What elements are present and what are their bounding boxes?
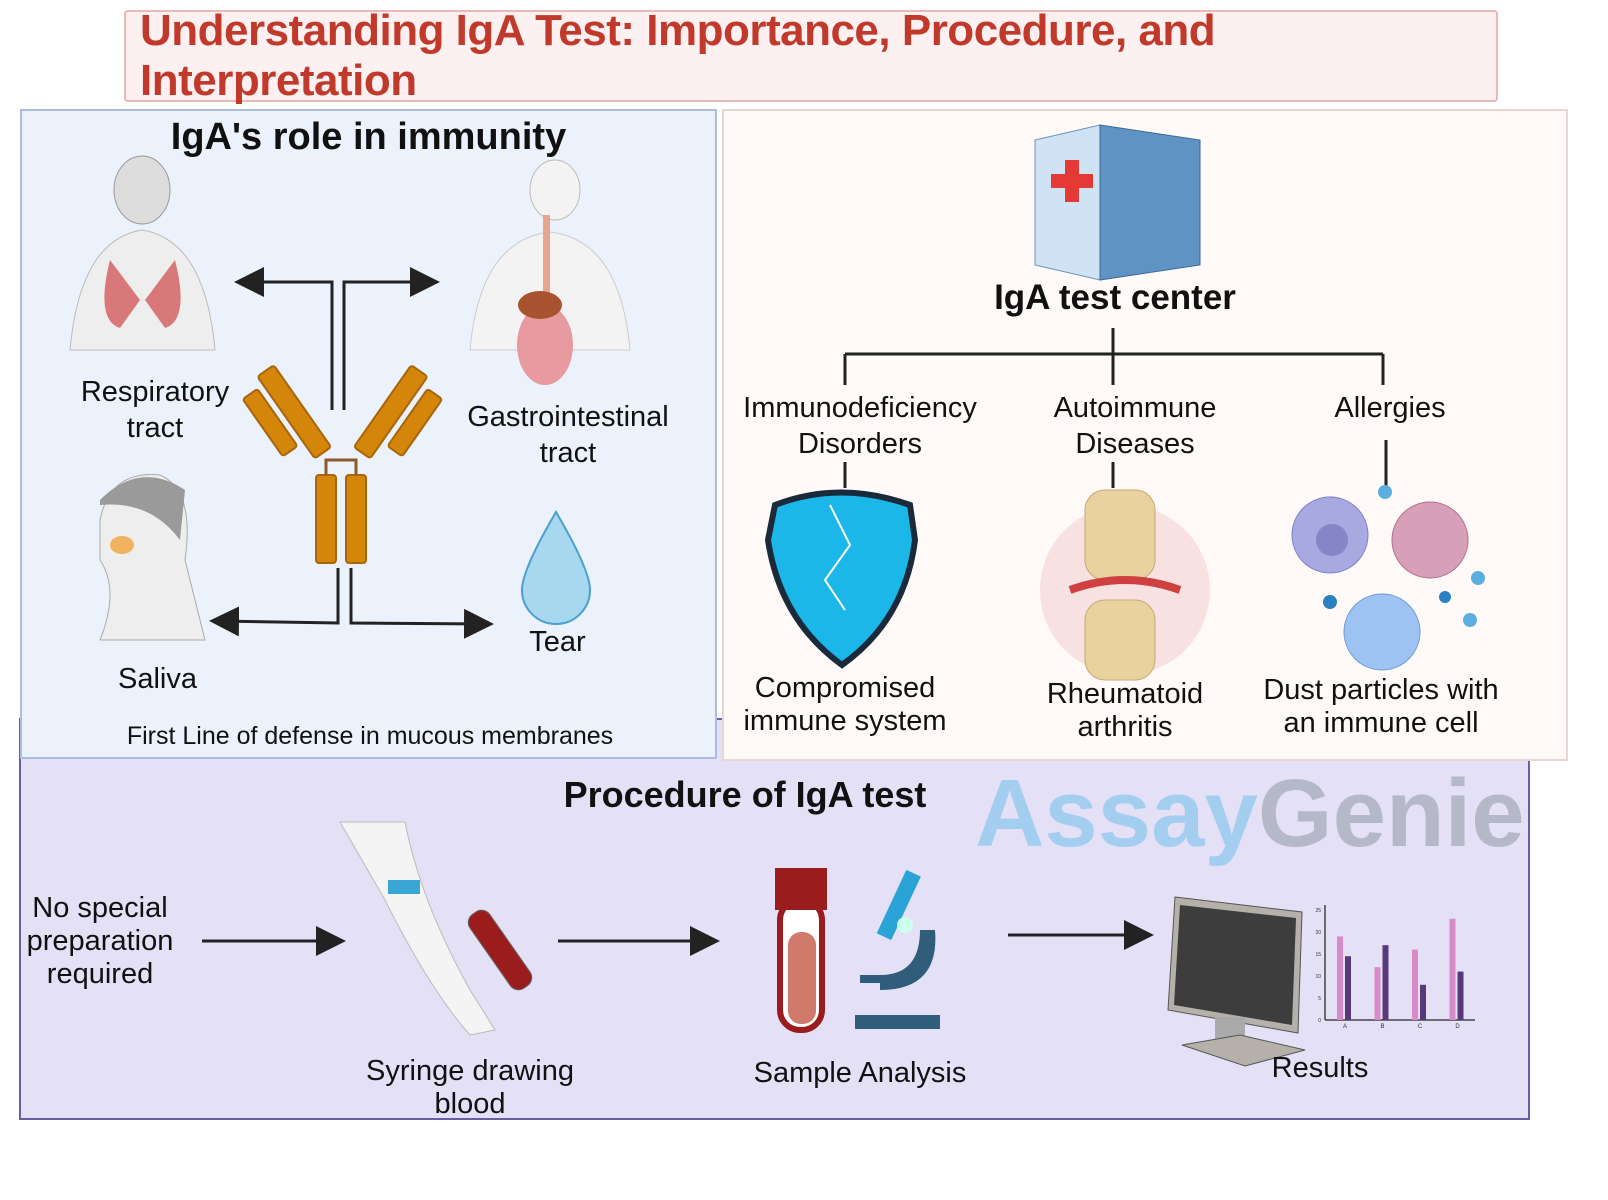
category-tree-lines bbox=[843, 328, 1388, 488]
title-banner: Understanding IgA Test: Importance, Proc… bbox=[124, 6, 1498, 105]
bar-D-1 bbox=[1449, 918, 1456, 1020]
saliva-head-icon bbox=[99, 474, 206, 641]
example-rheumatoid: Rheumatoid arthritis bbox=[1046, 678, 1204, 743]
immunity-heading: IgA's role in immunity bbox=[170, 116, 567, 158]
bar-C-2 bbox=[1420, 984, 1426, 1020]
saliva-label: Saliva bbox=[118, 663, 197, 695]
y-tick-label: 20 bbox=[1315, 930, 1321, 936]
bar-A-2 bbox=[1345, 956, 1351, 1020]
antibody-icon bbox=[242, 365, 443, 564]
bar-A-1 bbox=[1337, 936, 1343, 1020]
step-no-preparation: No special preparation required bbox=[26, 892, 174, 990]
x-tick-label: B bbox=[1380, 1024, 1384, 1030]
x-tick-label: C bbox=[1418, 1024, 1423, 1030]
bar-B-2 bbox=[1382, 945, 1389, 1020]
immune-cells-icon bbox=[1291, 485, 1485, 671]
procedure-heading: Procedure of IgA test bbox=[563, 774, 927, 815]
bar-C-1 bbox=[1412, 949, 1418, 1020]
category-immunodeficiency: Immunodeficiency Disorders bbox=[743, 392, 977, 460]
step-results: Results bbox=[1271, 1052, 1369, 1084]
bar-B-1 bbox=[1374, 967, 1381, 1020]
step-sample-analysis: Sample Analysis bbox=[753, 1057, 967, 1089]
respiratory-label: Respiratory tract bbox=[80, 376, 230, 444]
page-title: Understanding IgA Test: Importance, Proc… bbox=[140, 6, 1216, 105]
hospital-icon bbox=[1034, 124, 1201, 281]
microscope-icon bbox=[855, 869, 940, 1029]
y-tick-label: 15 bbox=[1315, 952, 1321, 958]
step-syringe: Syringe drawing blood bbox=[366, 1055, 574, 1120]
results-bar-chart: 0 5 10 15 20 25A B C D bbox=[1315, 905, 1475, 1030]
tear-label: Tear bbox=[529, 626, 586, 658]
category-autoimmune: Autoimmune Diseases bbox=[1053, 392, 1217, 460]
category-allergies: Allergies bbox=[1334, 392, 1446, 424]
test-tube-icon bbox=[775, 868, 827, 1033]
shield-icon bbox=[764, 489, 919, 669]
knee-joint-icon bbox=[1040, 489, 1210, 681]
y-tick-label: 25 bbox=[1315, 908, 1321, 914]
x-tick-label: A bbox=[1343, 1024, 1347, 1030]
tear-drop-icon bbox=[520, 510, 592, 625]
example-dust: Dust particles with an immune cell bbox=[1263, 674, 1499, 739]
immunity-caption: First Line of defense in mucous membrane… bbox=[126, 722, 614, 750]
lungs-figure-icon bbox=[69, 155, 216, 351]
gastro-label: Gastrointestinal tract bbox=[467, 401, 669, 469]
watermark-part1: Assay bbox=[975, 760, 1258, 867]
test-center-heading: IgA test center bbox=[994, 278, 1236, 317]
watermark-logo: AssayGenie bbox=[975, 764, 1525, 864]
x-tick-label: D bbox=[1455, 1024, 1460, 1030]
example-compromised: Compromised immune system bbox=[743, 672, 947, 737]
digestive-figure-icon bbox=[469, 159, 631, 385]
watermark-part2: Genie bbox=[1257, 760, 1525, 867]
arm-blood-draw-icon bbox=[339, 821, 533, 1036]
y-tick-label: 0 bbox=[1318, 1018, 1321, 1024]
bar-D-2 bbox=[1457, 971, 1464, 1020]
monitor-icon bbox=[1167, 896, 1306, 1067]
y-tick-label: 10 bbox=[1315, 974, 1321, 980]
y-tick-label: 5 bbox=[1318, 996, 1321, 1002]
